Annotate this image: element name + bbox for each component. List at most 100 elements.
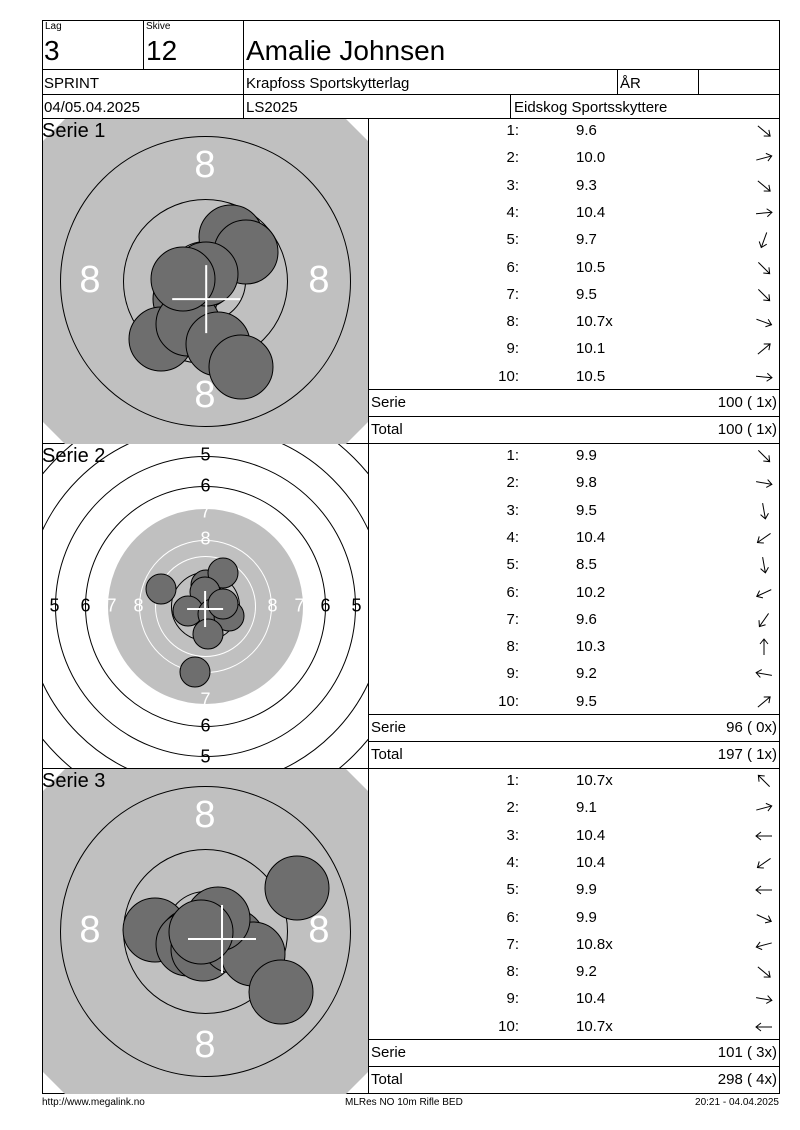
shot-row: 1:10.7x <box>369 768 779 795</box>
divider <box>42 768 780 769</box>
shot-hole <box>168 899 234 965</box>
total-score: 100 ( 1x) <box>717 421 777 438</box>
shot-value: 10.7x <box>576 1017 613 1035</box>
total-label: Total <box>371 1071 403 1088</box>
shot-hole <box>145 573 177 605</box>
serie-2-title: Serie 2 <box>42 445 106 467</box>
shot-number: 2: <box>506 149 519 167</box>
organizer: Eidskog Sportsskyttere <box>514 99 668 116</box>
footer-software: MLRes NO 10m Rifle BED <box>345 1097 463 1108</box>
target-ring <box>60 136 351 427</box>
direction-arrow-icon <box>753 366 775 388</box>
shot-row: 9:10.4 <box>369 986 779 1013</box>
shot-number: 1: <box>506 122 519 139</box>
direction-arrow-icon <box>753 257 775 279</box>
shot-value: 10.2 <box>576 583 606 601</box>
direction-arrow-icon <box>753 961 775 983</box>
shot-row: 4:10.4 <box>369 850 779 877</box>
shot-hole <box>207 557 239 589</box>
total-label: Total <box>371 746 403 763</box>
shot-value: 9.2 <box>576 963 597 981</box>
shot-row: 6:10.2 <box>369 580 779 607</box>
shot-row: 3: 10.4 <box>369 823 779 850</box>
ring-label: 6 <box>320 595 330 615</box>
target-serie-2: 5555666677778888 <box>43 444 368 769</box>
shot-number: 1: <box>506 447 519 464</box>
total-score: 197 ( 1x) <box>717 746 777 763</box>
shot-number: 3: <box>506 176 519 194</box>
ring-label: 8 <box>79 909 100 951</box>
shot-value: 10.4 <box>576 853 606 871</box>
ring-label: 7 <box>200 501 210 521</box>
ring-label: 8 <box>308 909 329 951</box>
serie-3-title: Serie 3 <box>42 770 106 792</box>
shot-row: 5:9.7 <box>369 227 779 254</box>
divider <box>42 118 780 119</box>
shot-hole <box>264 855 330 921</box>
direction-arrow-icon <box>753 770 775 792</box>
shot-row: 1:9.6 <box>369 118 779 145</box>
skive-value: 12 <box>146 35 178 66</box>
direction-arrow-icon <box>753 1016 775 1038</box>
direction-arrow-icon <box>753 663 775 685</box>
shot-value: 9.6 <box>576 610 597 628</box>
shot-number: 8: <box>506 313 519 331</box>
shot-hole <box>208 334 274 400</box>
ring-label: 5 <box>49 595 59 615</box>
shot-value: 9.5 <box>576 285 597 303</box>
direction-arrow-icon <box>753 147 775 169</box>
direction-arrow-icon <box>753 445 775 467</box>
shot-value: 10.5 <box>576 367 606 385</box>
shot-row: 9:10.1 <box>369 336 779 363</box>
direction-arrow-icon <box>753 527 775 549</box>
shot-value: 9.8 <box>576 474 597 492</box>
shot-number: 7: <box>506 610 519 628</box>
ring-label: 8 <box>308 259 329 301</box>
divider <box>369 389 779 390</box>
divider <box>369 1066 779 1067</box>
target-ring <box>55 456 356 757</box>
date: 04/05.04.2025 <box>44 99 140 116</box>
shot-row: 2: 10.0 <box>369 145 779 172</box>
shot-value: 10.7x <box>576 772 613 789</box>
divider <box>368 118 369 1094</box>
divider <box>369 714 779 715</box>
shot-value: 10.8x <box>576 935 613 953</box>
shot-value: 10.1 <box>576 340 606 358</box>
divider <box>42 69 780 70</box>
direction-arrow-icon <box>753 797 775 819</box>
shot-row: 6:9.9 <box>369 905 779 932</box>
shot-value: 8.5 <box>576 556 597 574</box>
shot-value: 10.4 <box>576 826 606 844</box>
shot-number: 3: <box>506 826 519 844</box>
direction-arrow-icon <box>753 120 775 142</box>
direction-arrow-icon <box>753 500 775 522</box>
shot-value: 9.9 <box>576 447 597 464</box>
shot-value: 9.3 <box>576 176 597 194</box>
target-ring <box>85 486 326 727</box>
direction-arrow-icon <box>753 229 775 251</box>
shot-row: 4:10.4 <box>369 200 779 227</box>
shot-hole <box>248 959 314 1025</box>
divider <box>369 1039 779 1040</box>
shot-number: 4: <box>506 203 519 221</box>
shot-number: 6: <box>506 258 519 276</box>
shot-number: 3: <box>506 501 519 519</box>
shot-row: 6:10.5 <box>369 255 779 282</box>
shot-number: 6: <box>506 908 519 926</box>
total-score: 298 ( 4x) <box>717 1071 777 1088</box>
footer-url[interactable]: http://www.megalink.no <box>42 1097 145 1108</box>
shot-value: 10.0 <box>576 149 606 167</box>
shot-number: 5: <box>506 556 519 574</box>
shooter-name: Amalie Johnsen <box>246 35 446 66</box>
shot-value: 9.7 <box>576 231 597 249</box>
shot-value: 9.9 <box>576 881 597 899</box>
ring-label: 5 <box>200 746 210 766</box>
shot-row: 10:10.7x <box>369 1014 779 1041</box>
